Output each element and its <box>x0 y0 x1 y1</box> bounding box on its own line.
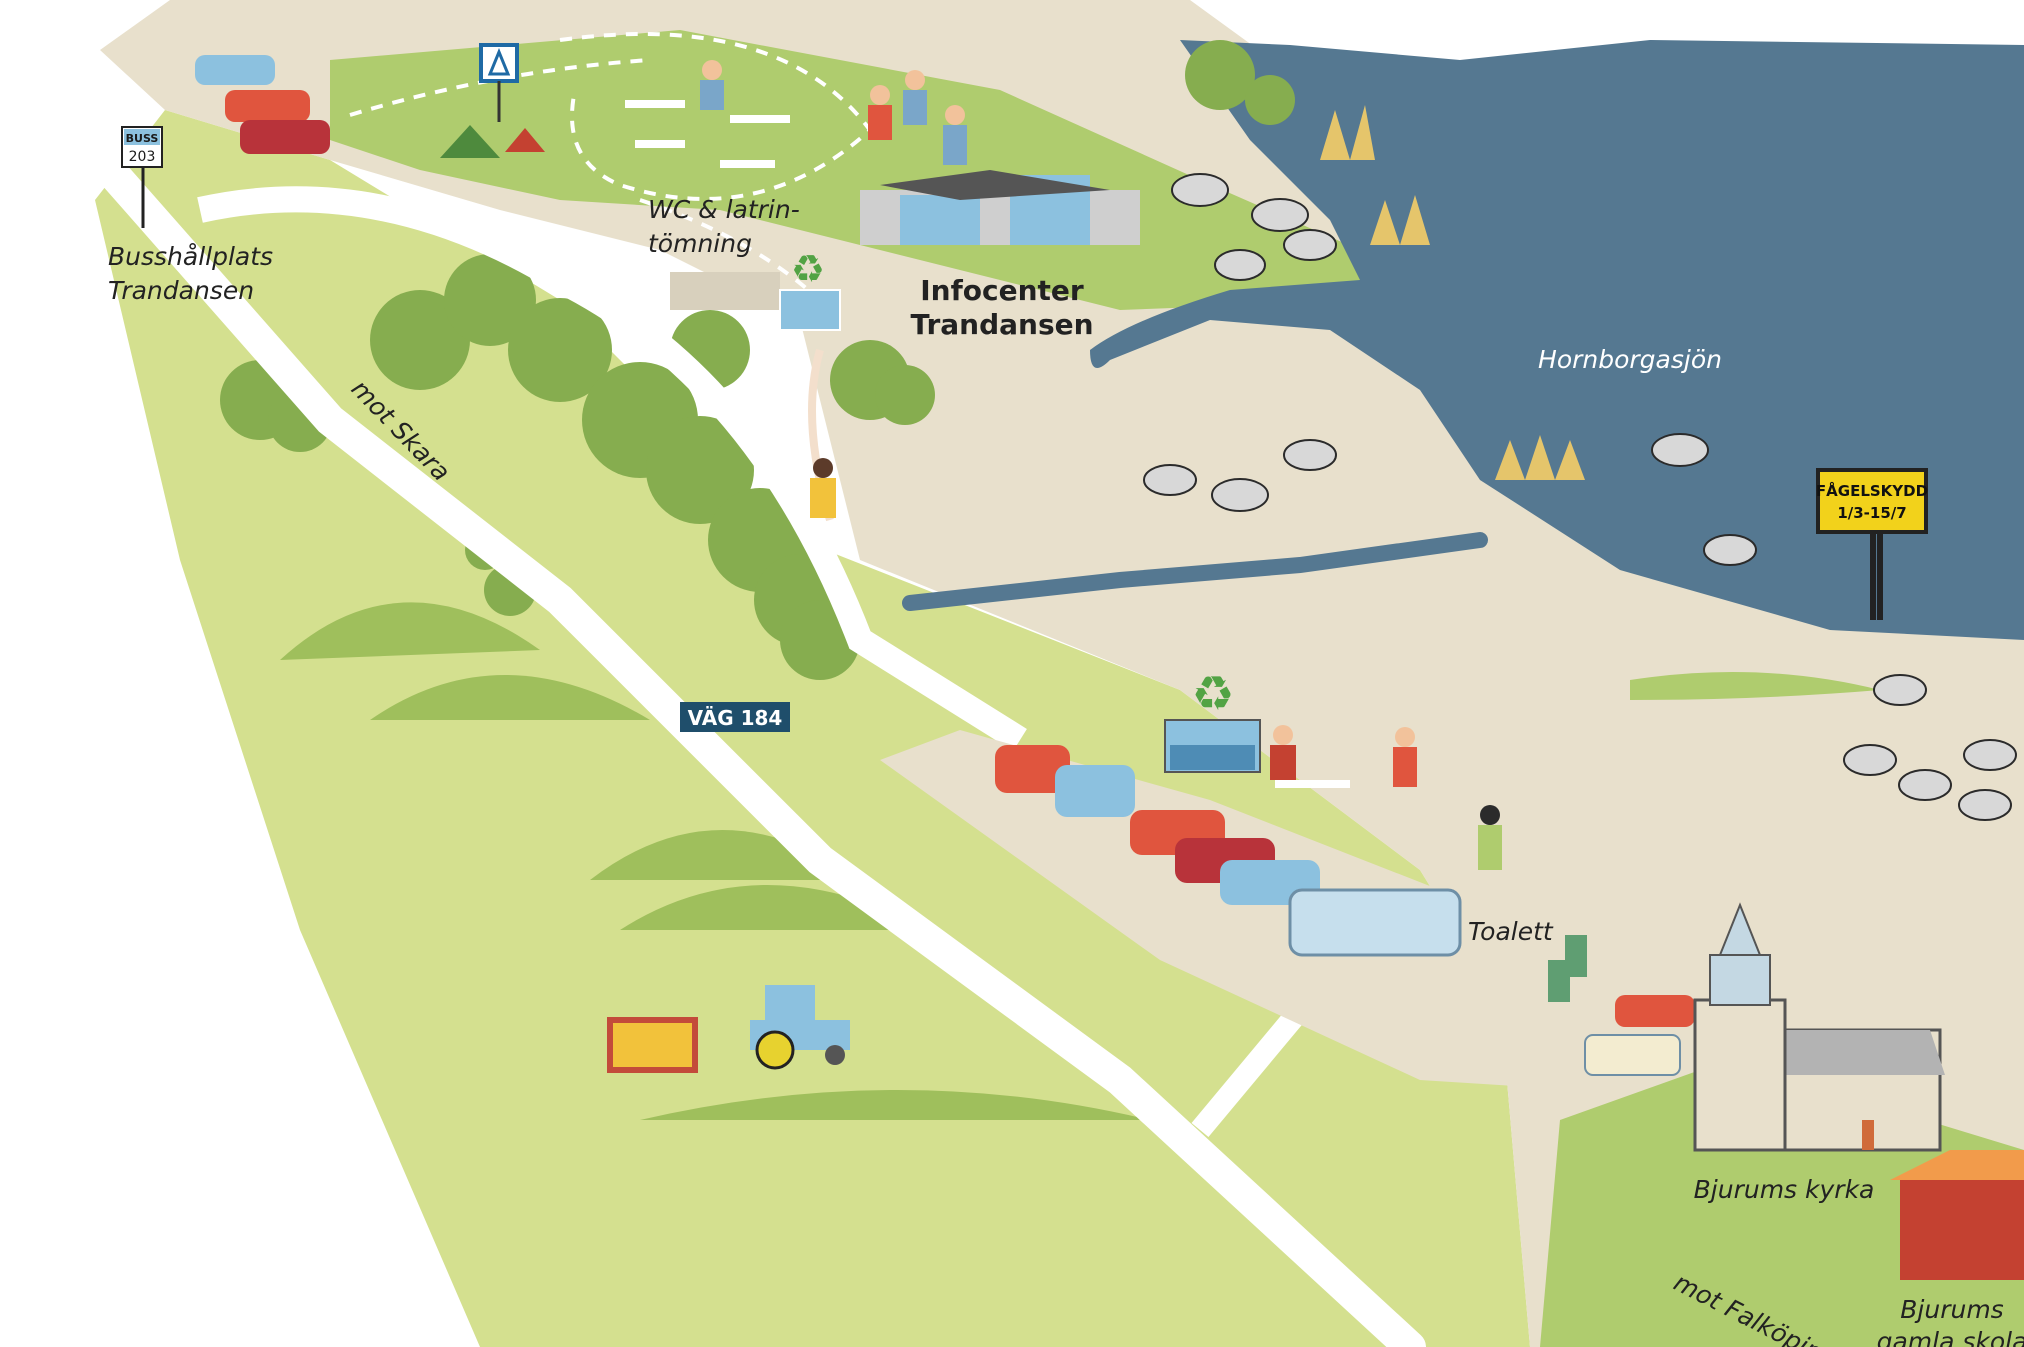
school-building <box>1890 1150 2024 1280</box>
toilet-cabins <box>1548 935 1587 1002</box>
camping-icon <box>479 43 519 122</box>
road-number: VÄG 184 <box>688 706 783 730</box>
wc-label-line1: WC & latrin- <box>648 195 800 224</box>
church <box>1693 902 1945 1152</box>
school-label-line2: gamla skola <box>1877 1327 2024 1347</box>
bus-sign-top: BUSS <box>126 132 159 145</box>
forest-cluster <box>220 40 1295 680</box>
bird-sign-line1: FÅGELSKYDD <box>1816 481 1928 500</box>
lake-label: Hornborgasjön <box>1538 345 1722 374</box>
reeds <box>1320 105 1585 480</box>
channel <box>902 532 1488 611</box>
bus-stop-label-line2: Trandansen <box>108 276 254 305</box>
recycling-icon: ♻ <box>791 247 825 291</box>
field-hills <box>280 602 1150 1120</box>
wc-building <box>670 272 841 331</box>
bus-stop-sign: BUSS 203 <box>121 126 163 228</box>
cranes <box>1143 173 2017 821</box>
recycling-icon-parking: ♻ <box>1191 666 1234 722</box>
people <box>700 60 1502 870</box>
cars-top <box>195 55 330 154</box>
church-label: Bjurums kyrka <box>1694 1175 1875 1204</box>
tents <box>440 125 545 158</box>
wc-label-line2: tömning <box>648 229 752 258</box>
access-road <box>197 186 1027 752</box>
lake-hornborgasjon <box>1090 40 2024 640</box>
school-label-line1: Bjurums <box>1900 1295 2003 1324</box>
road-number-plate <box>680 702 790 732</box>
grass-strip <box>1630 672 1880 700</box>
meadow-area <box>95 110 1530 1347</box>
picnic-tables <box>625 100 1350 788</box>
bird-protection-sign: FÅGELSKYDD 1/3-15/7 <box>1816 468 1928 620</box>
infocenter-label-line1: Infocenter <box>920 274 1084 307</box>
cars-parking <box>995 745 1695 1076</box>
tractor <box>607 985 850 1073</box>
toilet-label: Toalett <box>1468 917 1554 946</box>
infocenter-building <box>860 170 1140 245</box>
bus-stop-label-line1: Busshållplats <box>108 242 273 271</box>
bird-sign-line2: 1/3-15/7 <box>1837 504 1906 522</box>
parking-area <box>880 730 1620 1090</box>
recycling-station <box>1164 719 1261 773</box>
bus-sign-number: 203 <box>129 149 156 165</box>
infocenter-label-line2: Trandansen <box>910 308 1093 341</box>
